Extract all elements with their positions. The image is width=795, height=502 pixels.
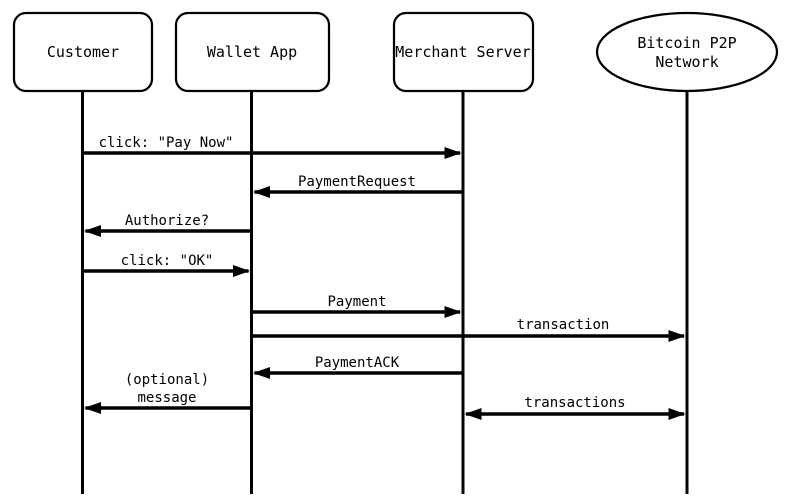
- message-payment-request: PaymentRequest: [253, 174, 463, 198]
- actor-merchant-server-label: Merchant Server: [395, 43, 530, 61]
- message-payment: Payment: [251, 294, 462, 318]
- message-transaction: transaction: [251, 317, 686, 342]
- actor-bitcoin-p2p-network-label-line2: Network: [655, 53, 718, 71]
- message-click-ok-label: click: "OK": [121, 253, 214, 269]
- message-transactions-label: transactions: [524, 395, 625, 411]
- message-authorize: Authorize?: [84, 213, 252, 237]
- message-payment-ack: PaymentACK: [253, 355, 463, 379]
- actor-wallet-app: Wallet App: [174, 11, 331, 93]
- message-optional-message-label-line2: message: [137, 390, 196, 406]
- message-payment-ack-label: PaymentACK: [315, 355, 400, 371]
- message-payment-label: Payment: [327, 294, 386, 310]
- message-optional-message: (optional) message: [84, 372, 252, 414]
- actor-bitcoin-p2p-network-label-line1: Bitcoin P2P: [637, 34, 736, 52]
- message-payment-request-label: PaymentRequest: [298, 174, 416, 190]
- lifelines: [81, 91, 689, 494]
- message-click-ok: click: "OK": [82, 253, 250, 277]
- message-transaction-label: transaction: [517, 317, 610, 333]
- actor-bitcoin-p2p-network: Bitcoin P2P Network: [595, 11, 779, 93]
- actor-bitcoin-p2p-network-ellipse: [595, 11, 779, 93]
- actor-merchant-server: Merchant Server: [392, 11, 535, 93]
- actor-wallet-app-label: Wallet App: [207, 43, 297, 61]
- message-authorize-label: Authorize?: [125, 213, 209, 229]
- actor-customer: Customer: [12, 11, 154, 93]
- actor-customer-label: Customer: [47, 43, 119, 61]
- message-optional-message-label-line1: (optional): [125, 372, 209, 388]
- messages: click: "Pay Now" PaymentRequest Authoriz…: [82, 135, 686, 420]
- message-click-pay-now-label: click: "Pay Now": [99, 135, 234, 151]
- message-transactions: transactions: [464, 395, 686, 420]
- message-click-pay-now: click: "Pay Now": [82, 135, 462, 159]
